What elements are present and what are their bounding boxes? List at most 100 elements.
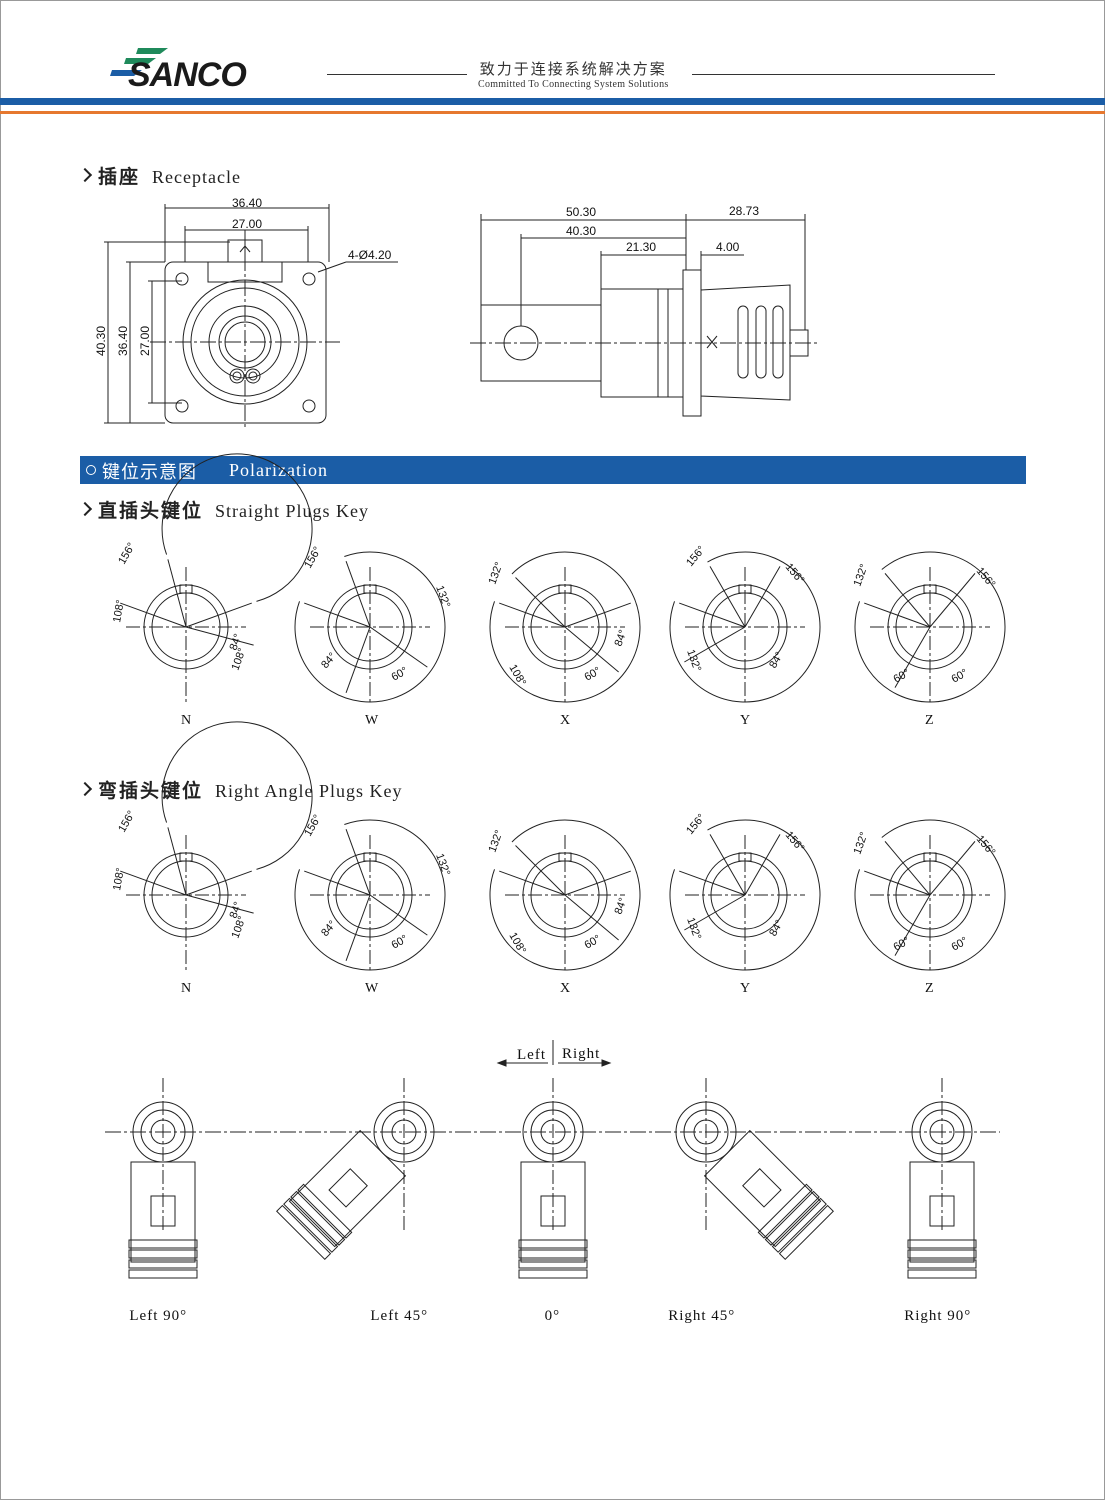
key-label: X xyxy=(560,713,570,728)
right-angle-key-y xyxy=(669,819,821,971)
straight-key-x xyxy=(489,551,641,703)
angle-ray xyxy=(709,834,746,896)
angle-label: 60° xyxy=(390,933,410,952)
angle-ray xyxy=(304,870,371,896)
angle-label: 132° xyxy=(433,852,452,877)
angle-label: 60° xyxy=(892,667,912,686)
plug-label: Right 45° xyxy=(668,1308,735,1324)
svg-text:4.00: 4.00 xyxy=(716,240,740,254)
angle-ray xyxy=(564,894,619,941)
angle-label: 156° xyxy=(684,544,708,569)
angle-label: 108° xyxy=(111,599,127,624)
key-label: Y xyxy=(740,713,750,728)
angle-ray xyxy=(564,870,631,896)
right-angle-key-x xyxy=(489,819,641,971)
right-angle-key-z xyxy=(854,819,1006,971)
receptacle-front-view xyxy=(104,204,398,430)
outer-arc xyxy=(854,819,1006,971)
plug-label: Left 45° xyxy=(370,1308,428,1324)
angle-ray xyxy=(744,566,781,628)
svg-text:27.00: 27.00 xyxy=(232,217,262,231)
angle-ray xyxy=(864,602,931,628)
plug-label: 0° xyxy=(545,1308,561,1324)
key-label: X xyxy=(560,981,570,996)
angle-ray xyxy=(929,573,976,628)
key-label: N xyxy=(181,981,191,996)
angle-label: 156° xyxy=(783,561,807,586)
right-angle-key-n xyxy=(120,721,313,970)
angle-ray xyxy=(369,894,428,936)
svg-text:40.30: 40.30 xyxy=(566,224,596,238)
angle-label: 156° xyxy=(974,833,998,858)
angle-ray xyxy=(684,894,746,931)
angle-ray xyxy=(679,602,746,628)
orientation-indicator xyxy=(496,1040,612,1067)
right-direction-label: Right xyxy=(562,1046,600,1062)
angle-ray xyxy=(684,626,746,663)
plug-2 xyxy=(276,1078,435,1260)
plug-3 xyxy=(518,1078,588,1279)
angle-ray xyxy=(884,573,931,628)
straight-key-w xyxy=(294,551,446,703)
outer-arc xyxy=(489,551,641,703)
tagline-rule-left xyxy=(327,74,467,75)
sanco-logo: SANCO xyxy=(110,48,247,92)
tagline-cn: 致力于连接系统解决方案 xyxy=(479,60,667,78)
straight-key-y xyxy=(669,551,821,703)
angle-ray xyxy=(120,870,187,896)
straight-key-n xyxy=(120,453,313,702)
angle-label: 132° xyxy=(433,584,452,609)
angle-label: 84° xyxy=(319,918,339,938)
svg-text:36.40: 36.40 xyxy=(116,326,130,356)
tagline-en: Committed To Connecting System Solutions xyxy=(478,79,669,90)
svg-text:50.30: 50.30 xyxy=(566,205,596,219)
angle-ray xyxy=(709,566,746,628)
angle-ray xyxy=(345,626,371,693)
plug-label: Right 90° xyxy=(904,1308,971,1324)
plug-label: Left 90° xyxy=(129,1308,187,1324)
angle-ray xyxy=(185,626,254,646)
angle-label: 60° xyxy=(950,935,970,954)
straight-key-z xyxy=(854,551,1006,703)
svg-text:40.30: 40.30 xyxy=(94,326,108,356)
angle-ray xyxy=(515,577,566,628)
angle-ray xyxy=(864,870,931,896)
angle-ray xyxy=(167,559,187,628)
outer-arc xyxy=(161,721,313,870)
angle-label: 84° xyxy=(319,650,339,670)
angle-label: 84° xyxy=(613,628,630,648)
angle-label: 84° xyxy=(767,650,786,670)
tagline-rule-right xyxy=(692,74,995,75)
key-label: W xyxy=(365,713,379,728)
svg-text:4-Ø4.20: 4-Ø4.20 xyxy=(348,248,392,262)
angle-label: 84° xyxy=(228,900,245,920)
angle-label: 132° xyxy=(487,829,506,854)
svg-text:28.73: 28.73 xyxy=(729,204,759,218)
angle-ray xyxy=(499,602,566,628)
polarization-section-bar: 键位示意图 Polarization xyxy=(80,456,1026,484)
angle-ray xyxy=(894,894,931,956)
angle-label: 108° xyxy=(111,867,127,892)
angle-ray xyxy=(679,870,746,896)
svg-text:SANCO: SANCO xyxy=(128,56,246,92)
plug-4 xyxy=(675,1078,834,1260)
angle-label: 60° xyxy=(892,935,912,954)
angle-ray xyxy=(185,894,254,914)
tagline: 致力于连接系统解决方案 Committed To Connecting Syst… xyxy=(478,58,669,90)
angle-label: 156° xyxy=(302,813,324,839)
angle-ray xyxy=(894,626,931,688)
outer-arc xyxy=(854,551,1006,703)
right-angle-keys-row: 156°108°84°108°N156°132°84°60°W132°108°6… xyxy=(111,721,1006,996)
angle-ray xyxy=(185,602,252,628)
plug-1 xyxy=(128,1078,198,1279)
target-icon xyxy=(86,465,96,475)
angle-label: 60° xyxy=(583,933,603,952)
angle-ray xyxy=(345,829,371,896)
plug-orientations-row: Left 90° Left 45° 0° Right 45° Right 90° xyxy=(128,1078,977,1324)
angle-label: 108° xyxy=(506,663,528,689)
angle-label: 132° xyxy=(852,563,871,588)
